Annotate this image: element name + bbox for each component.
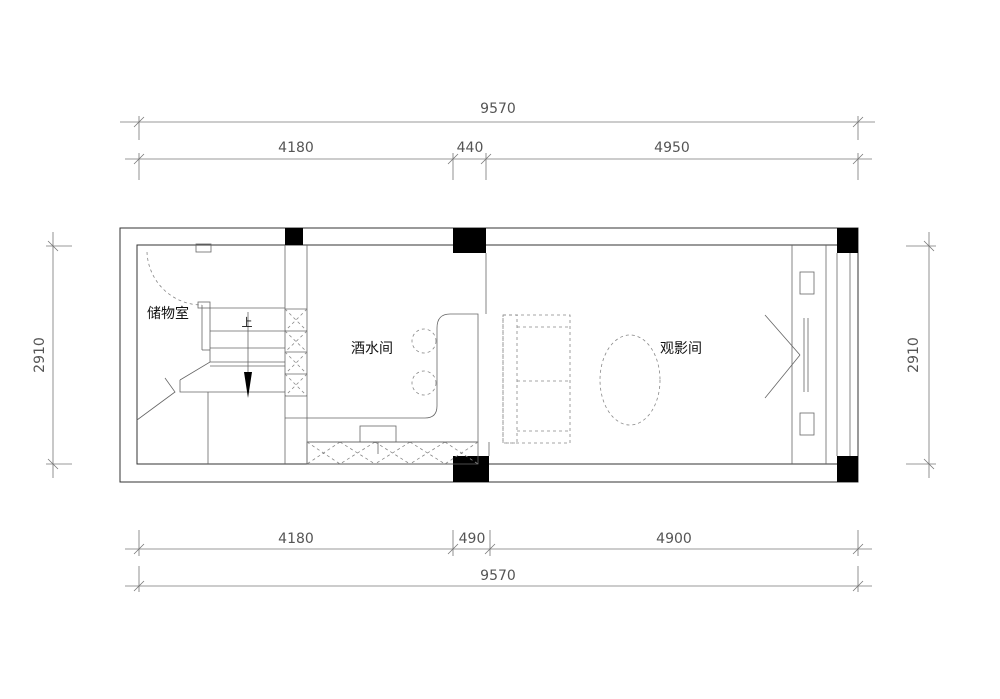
sink [359, 425, 397, 443]
sofa [502, 314, 571, 444]
bottom-segment-3-label: 4900 [656, 531, 692, 547]
bar-stool [411, 328, 437, 354]
column [285, 228, 303, 245]
coffee-table [599, 334, 661, 426]
stairs: 上 [209, 307, 285, 398]
column [837, 456, 858, 482]
top-segment-dimensions: 4180 440 4950 [125, 140, 872, 180]
bottom-segment-dimensions: 4180 490 4900 [125, 530, 872, 556]
top-segment-2-label: 440 [457, 140, 484, 156]
column [837, 228, 858, 253]
left-height-dimension: 2910 [32, 232, 72, 478]
bottom-total-dimension: 9570 [125, 566, 872, 592]
column [453, 456, 489, 482]
right-height-dimension: 2910 [906, 232, 936, 478]
columns [285, 228, 858, 482]
bottom-segment-2-label: 490 [459, 531, 486, 547]
top-segment-3-label: 4950 [654, 140, 690, 156]
bar-stool [411, 370, 437, 396]
bar-room: 酒水间 [306, 313, 479, 465]
top-total-label: 9570 [480, 101, 516, 117]
right-height-label: 2910 [906, 337, 922, 373]
bar-room-label: 酒水间 [351, 341, 393, 357]
top-total-dimension: 9570 [120, 101, 875, 140]
storage-room-label: 储物室 [147, 305, 189, 322]
left-height-label: 2910 [32, 337, 48, 373]
bottom-total-label: 9570 [480, 568, 516, 584]
partition-wall [284, 245, 308, 464]
stair-arrow-icon [244, 372, 252, 398]
storage-room: 储物室 [136, 243, 285, 464]
stair-mark: 上 [242, 316, 253, 329]
bottom-segment-1-label: 4180 [278, 531, 314, 547]
middle-wall [485, 253, 490, 456]
top-segment-1-label: 4180 [278, 140, 314, 156]
theater-room: 观影间 [502, 245, 851, 464]
column [453, 228, 486, 253]
theater-room-label: 观影间 [660, 341, 702, 357]
